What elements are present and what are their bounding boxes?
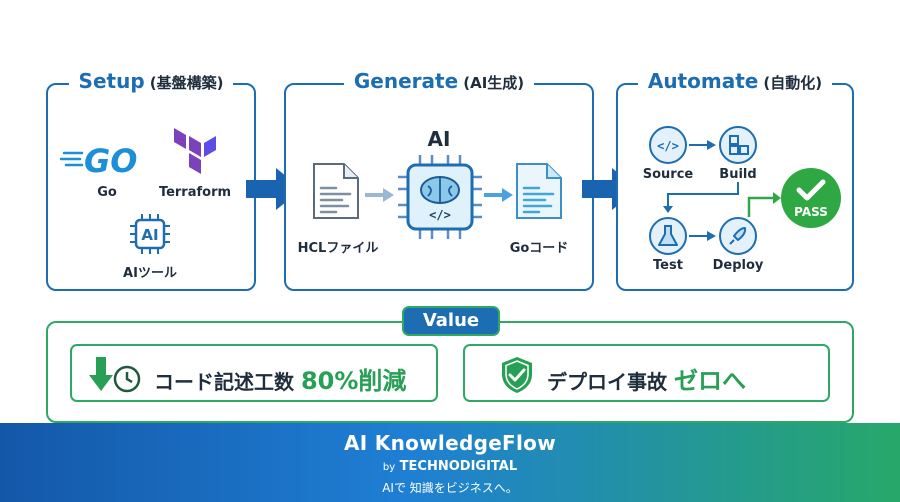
value-item2-highlight: ゼロへ [673, 367, 746, 395]
arrow-right-small-icon [689, 231, 716, 241]
connector-arrow-icon [747, 192, 781, 217]
tagline: AIで 知識をビジネスへ。 [382, 481, 518, 495]
svg-text:</>: </> [657, 139, 679, 153]
terraform-logo-icon [174, 128, 216, 174]
go-logo-icon: GO [60, 142, 137, 178]
build-icon [719, 126, 757, 164]
value-badge: Value [402, 306, 500, 336]
ai-chip-icon: AI [130, 214, 170, 254]
source-label: Source [642, 167, 694, 182]
pass-badge-icon: PASS [781, 168, 841, 228]
pass-label: PASS [794, 205, 828, 219]
setup-panel: Setup (基盤構築) [46, 69, 256, 291]
value-item-zero-incidents: デプロイ事故 ゼロへ [463, 344, 830, 402]
go-logo-text: GO [84, 142, 137, 178]
company-line: by TECHNODIGITAL [382, 459, 518, 474]
value-item1-text: コード記述工数 80%削減 [154, 367, 407, 395]
automate-title: Automate (自動化) [618, 69, 852, 93]
down-arrow-clock-icon [89, 357, 141, 393]
ai-heading: AI [427, 127, 451, 151]
shield-check-icon [502, 357, 532, 393]
hcl-file-label: HCLファイル [297, 241, 379, 256]
source-code-icon: </> [649, 126, 687, 164]
ai-chip-text: AI [141, 226, 158, 244]
go-code-file-icon [516, 163, 562, 219]
arrow-right-small-icon [484, 188, 513, 202]
test-flask-icon [649, 217, 687, 255]
hcl-file-icon [313, 163, 359, 219]
connector-arrow-icon [663, 182, 739, 213]
arrow-right-small-icon [689, 140, 716, 150]
terraform-label: Terraform [158, 185, 232, 200]
svg-text:</>: </> [429, 208, 451, 222]
go-code-label: Goコード [509, 241, 569, 256]
go-label: Go [97, 185, 117, 200]
deploy-label: Deploy [712, 258, 764, 273]
setup-title: Setup (基盤構築) [48, 69, 254, 93]
generate-title: Generate (AI生成) [286, 69, 592, 93]
value-item-cost-reduction: コード記述工数 80%削減 [70, 344, 438, 402]
value-item2-text: デプロイ事故 ゼロへ [547, 367, 746, 395]
ai-brain-chip-icon: </> [398, 155, 482, 239]
footer-banner: AI KnowledgeFlow by TECHNODIGITAL AIで 知識… [0, 423, 900, 502]
value-item1-highlight: 80%削減 [300, 367, 407, 395]
arrow-right-small-icon [365, 188, 394, 202]
deploy-rocket-icon [719, 217, 757, 255]
test-label: Test [653, 258, 683, 273]
ai-tool-label: AIツール [123, 266, 177, 281]
build-label: Build [719, 167, 757, 182]
brand-name: AI KnowledgeFlow [344, 431, 556, 455]
